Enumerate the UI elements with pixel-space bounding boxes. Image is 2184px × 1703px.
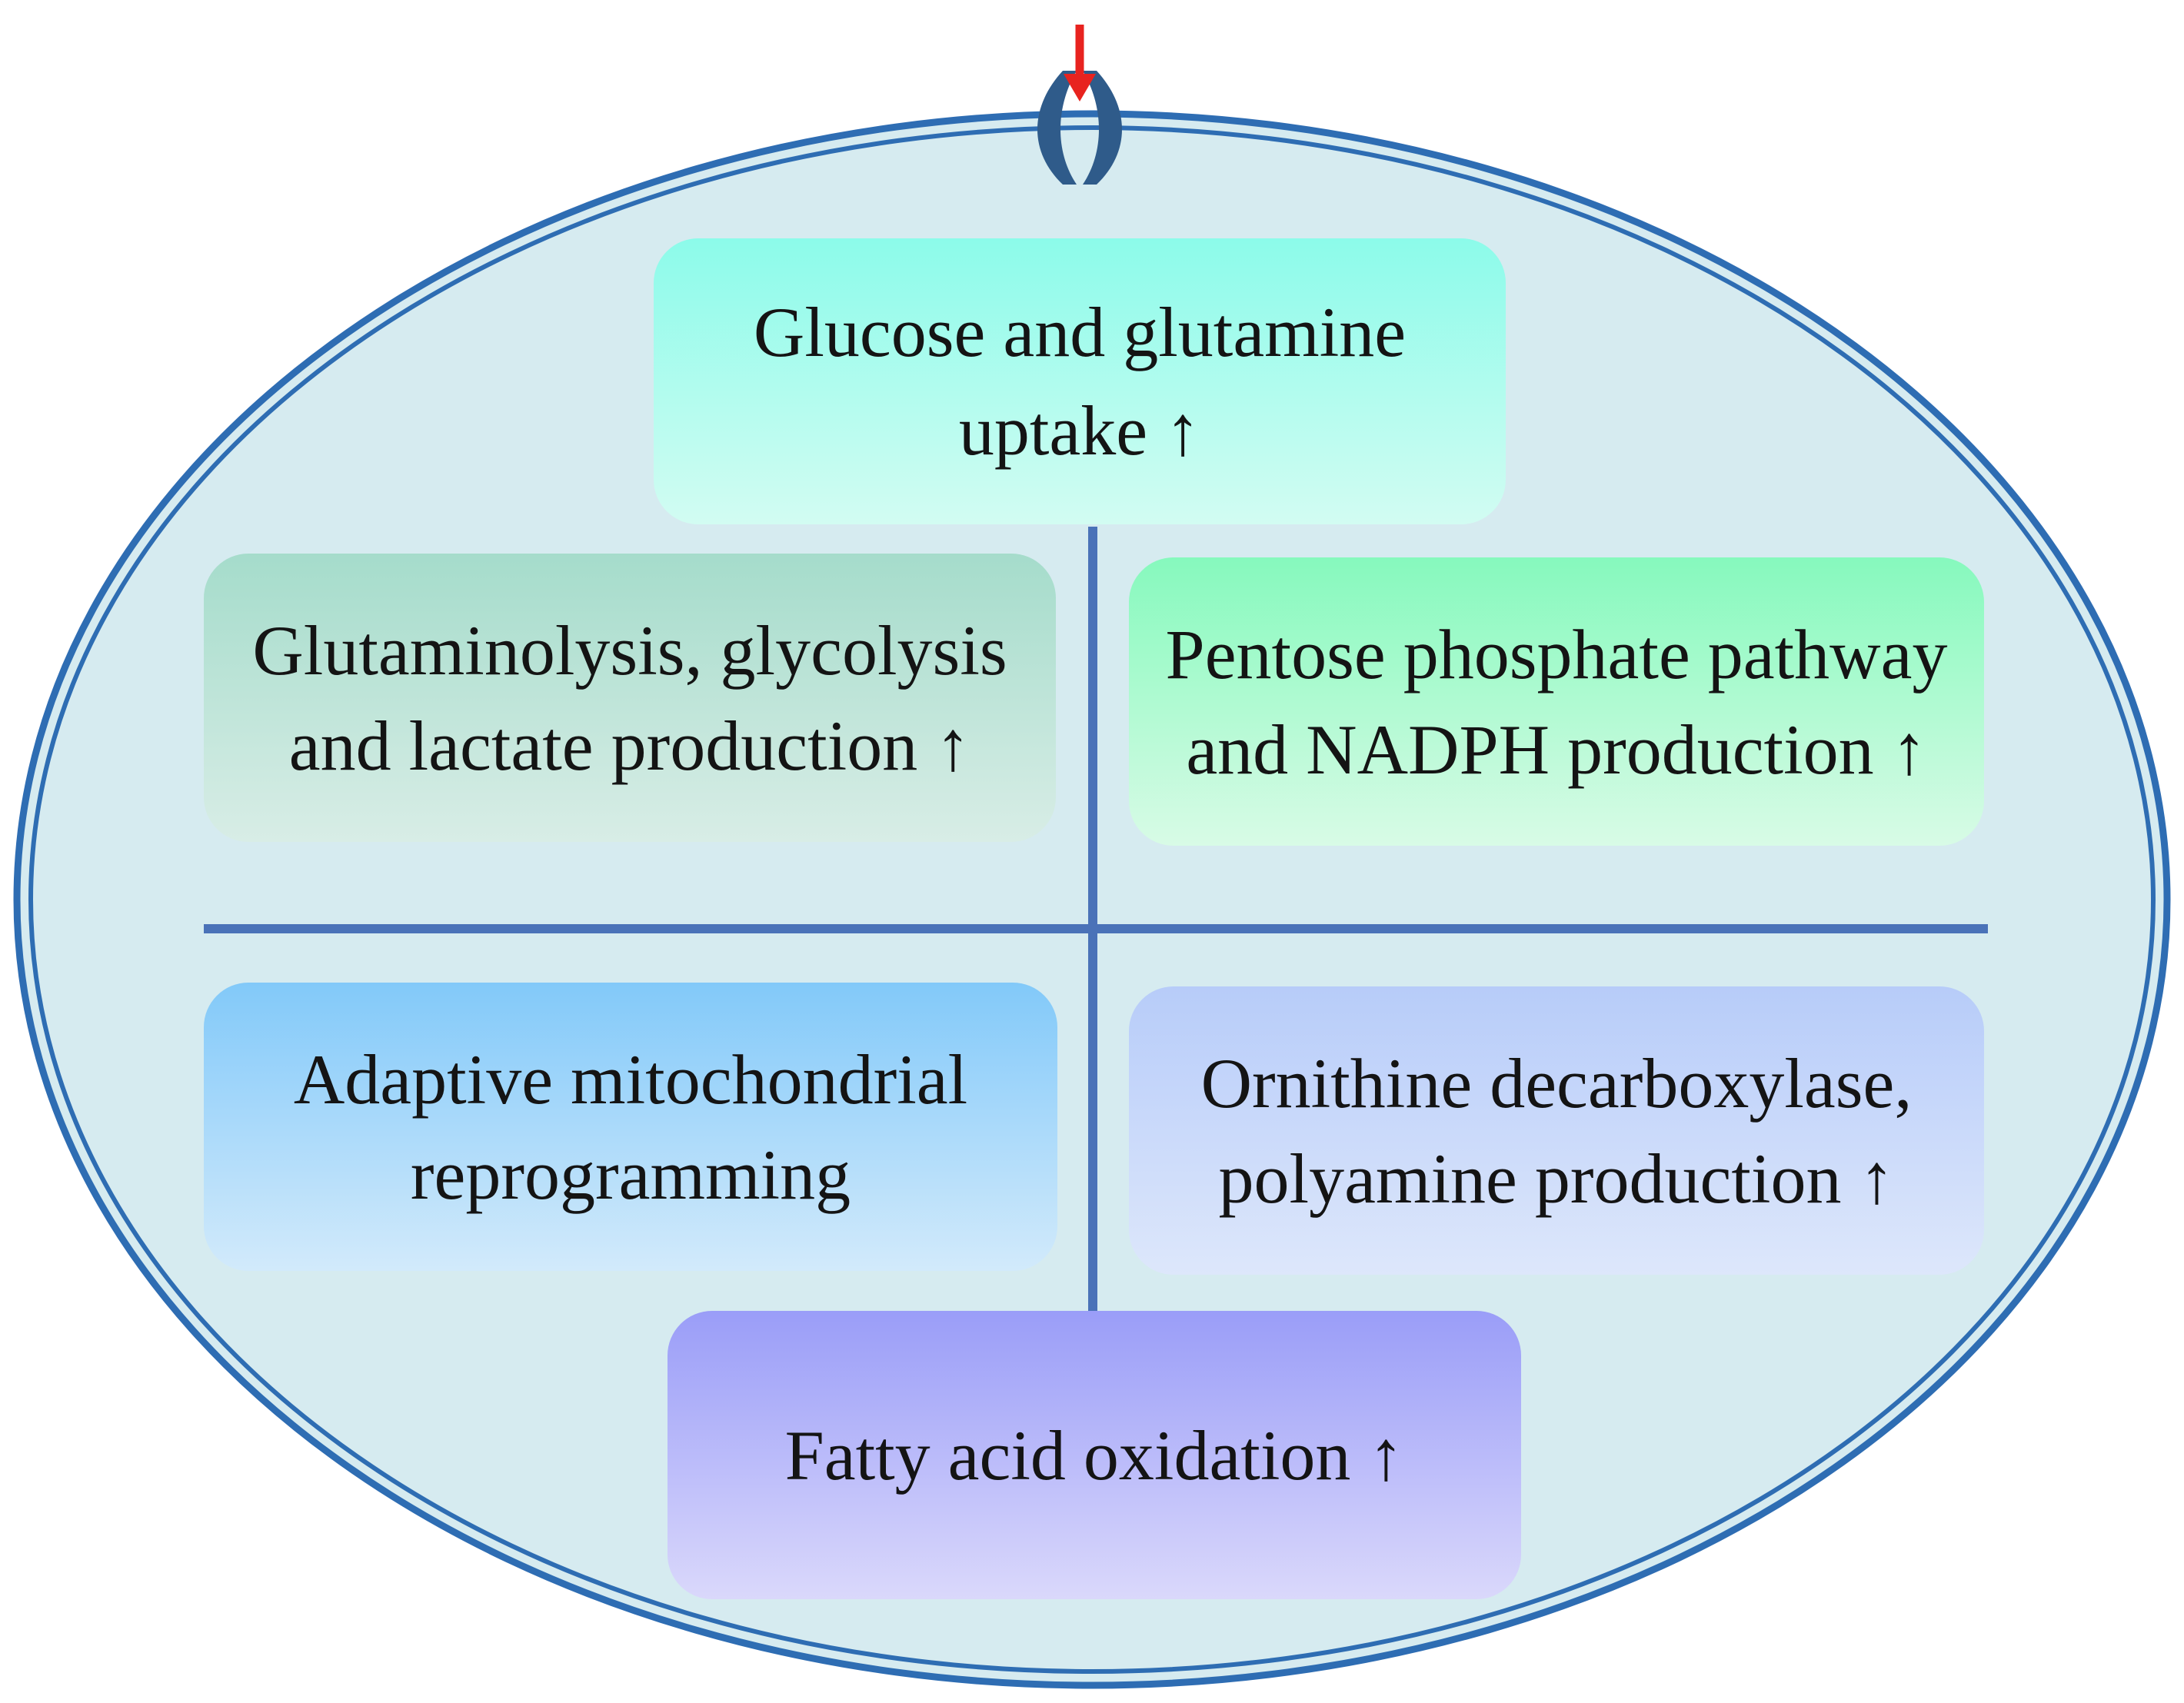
glycolysis-box: Glutaminolysis, glycolysis and lactate p… (204, 554, 1056, 842)
ion-channel-icon (1037, 71, 1122, 185)
odc-line-1: Ornithine decarboxylase, (1200, 1043, 1913, 1123)
ppp-line-2: and NADPH production ↑ (1186, 710, 1927, 789)
mito-line-2: reprogramming (410, 1135, 851, 1214)
mitochondrial-box: Adaptive mitochondrial reprogramming (204, 983, 1057, 1271)
ornithine-box: Ornithine decarboxylase, polyamine produ… (1129, 986, 1984, 1275)
fatty-acid-box: Fatty acid oxidation ↑ (668, 1311, 1521, 1599)
arrow-down-icon (1064, 25, 1096, 101)
uptake-line-2: uptake ↑ (958, 391, 1201, 470)
ppp-line-1: Pentose phosphate pathway (1165, 614, 1948, 694)
odc-line-2: polyamine production ↑ (1218, 1139, 1895, 1218)
glycolysis-line-2: and lactate production ↑ (288, 706, 971, 785)
fao-box-bg (668, 1311, 1521, 1599)
odc-box-bg (1129, 986, 1984, 1275)
ppp-box: Pentose phosphate pathway and NADPH prod… (1129, 557, 1984, 846)
glycolysis-line-1: Glutaminolysis, glycolysis (252, 610, 1007, 690)
mito-box-bg (204, 983, 1057, 1271)
ppp-box-bg (1129, 557, 1984, 846)
cell-membrane-inner (28, 125, 2156, 1674)
uptake-box: Glucose and glutamine uptake ↑ (654, 238, 1506, 524)
mito-line-1: Adaptive mitochondrial (293, 1039, 968, 1119)
uptake-box-bg (654, 238, 1506, 524)
glyco-box-bg (204, 554, 1056, 842)
uptake-line-1: Glucose and glutamine (753, 293, 1407, 371)
fao-line-1: Fatty acid oxidation ↑ (784, 1415, 1404, 1495)
